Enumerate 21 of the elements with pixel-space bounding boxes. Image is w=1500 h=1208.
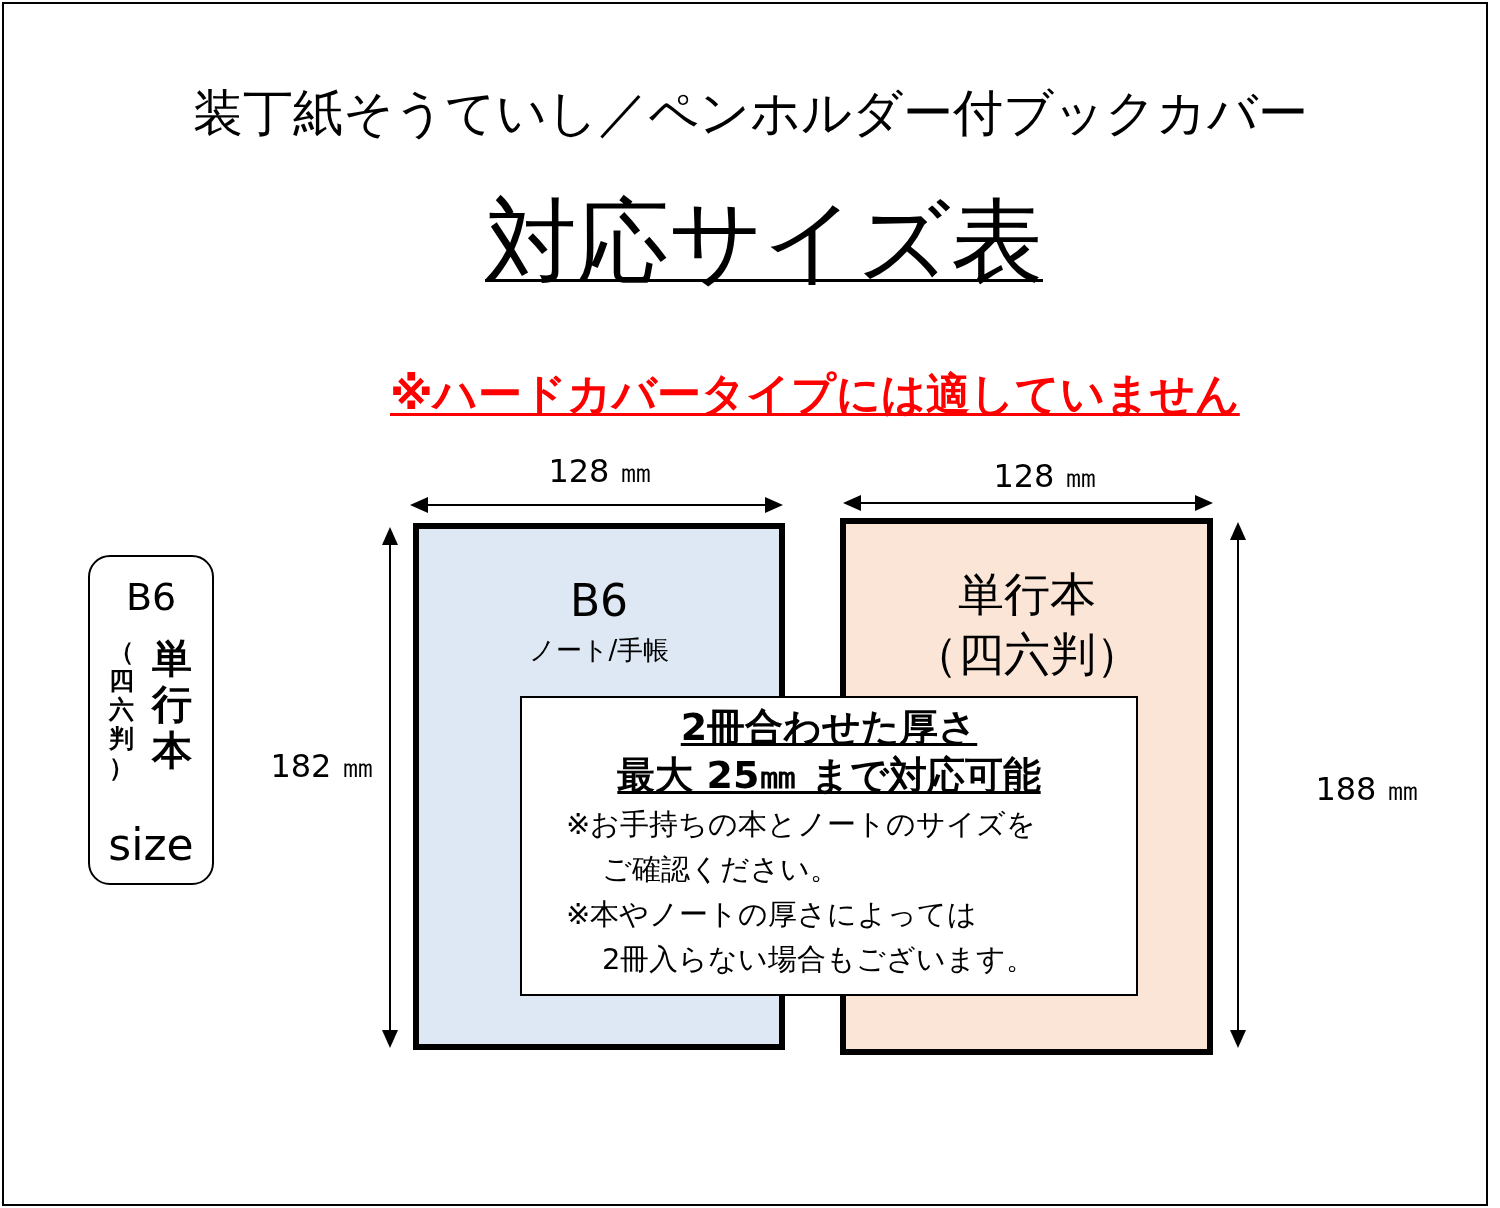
vertical-label: 単行本: [152, 635, 192, 773]
size-label: B6: [124, 575, 178, 619]
heading: 最大 25㎜ まで対応可能: [616, 752, 1042, 799]
dimension-label: 182 ㎜: [269, 746, 375, 787]
size-label: size: [107, 819, 195, 870]
heading: 2冊合わせた厚さ: [679, 704, 979, 751]
size-tag: [88, 555, 214, 885]
note: ※本やノートの厚さによっては2冊入らない場合もございます。: [566, 896, 1037, 978]
size-label: 単行本: [956, 566, 1097, 623]
dimension-label: 188 ㎜: [1314, 769, 1420, 810]
size-label: B6: [568, 575, 630, 626]
book-type-label: ノート/手帳: [527, 634, 671, 667]
vertical-label: （四六判）: [108, 637, 134, 782]
size-label: （四六判）: [910, 626, 1143, 683]
dimension-label: 128 ㎜: [547, 451, 653, 492]
title: 装丁紙そうていし／ペンホルダー付ブックカバー: [191, 83, 1309, 144]
notice-dialog: [520, 696, 1138, 996]
note: ※お手持ちの本とノートのサイズをご確認ください。: [566, 806, 1038, 888]
warning-note: ※ハードカバータイプには適していません: [390, 367, 1240, 421]
subtitle: 対応サイズ表: [485, 192, 1043, 292]
dimension-label: 128 ㎜: [992, 456, 1098, 497]
